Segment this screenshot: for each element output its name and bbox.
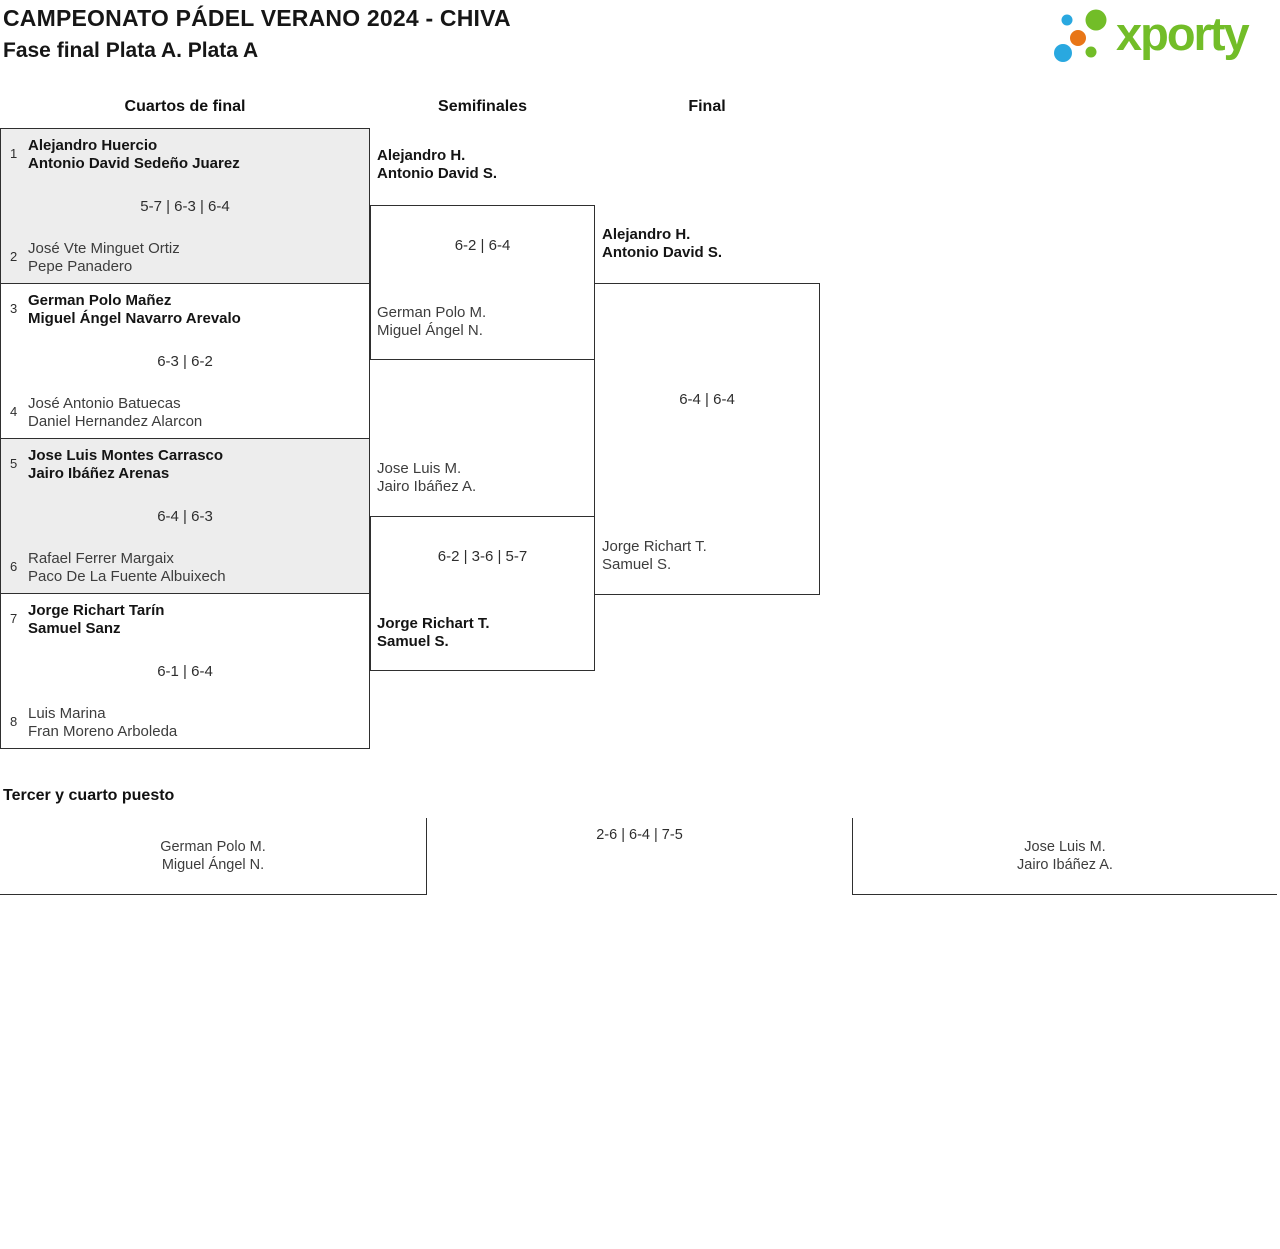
player-name: Luis Marina bbox=[28, 705, 106, 722]
player-name: Antonio David Sedeño Juarez bbox=[28, 155, 240, 172]
player-name: German Polo M. bbox=[160, 839, 266, 855]
player-name: Jose Luis M. bbox=[377, 460, 462, 477]
player-name: Pepe Panadero bbox=[28, 258, 133, 275]
quarterfinal-match-3: 5 Jose Luis Montes Carrasco Jairo Ibáñez… bbox=[0, 438, 370, 594]
round-header-quarterfinals: Cuartos de final bbox=[124, 98, 246, 115]
player-name: Jose Luis Montes Carrasco bbox=[28, 447, 224, 464]
quarterfinal-match-1: 1 Alejandro Huercio Antonio David Sedeño… bbox=[0, 128, 370, 284]
player-name: Alejandro H. bbox=[377, 147, 466, 164]
semifinal-1-box bbox=[370, 205, 595, 360]
player-name: Jorge Richart Tarín bbox=[28, 602, 165, 619]
page-subtitle: Fase final Plata A. Plata A bbox=[3, 39, 259, 62]
match-score: 6-4 | 6-3 bbox=[157, 508, 213, 525]
seed-number: 6 bbox=[10, 559, 18, 574]
team-entry: José Vte Minguet Ortiz Pepe Panadero bbox=[28, 240, 180, 276]
player-name: Jorge Richart T. bbox=[377, 615, 490, 632]
player-name: Samuel S. bbox=[602, 556, 672, 573]
team-entry: Jorge Richart T. Samuel S. bbox=[602, 538, 707, 574]
player-name: Miguel Ángel N. bbox=[377, 322, 483, 339]
match-score: 6-2 | 6-4 bbox=[454, 237, 511, 254]
match-score: 6-1 | 6-4 bbox=[157, 663, 213, 680]
team-entry: German Polo Mañez Miguel Ángel Navarro A… bbox=[28, 292, 241, 328]
xporty-logo[interactable]: xporty bbox=[1048, 3, 1273, 75]
page-title: CAMPEONATO PÁDEL VERANO 2024 - CHIVA bbox=[3, 5, 511, 31]
player-name: Miguel Ángel N. bbox=[161, 857, 265, 873]
third-place-left-box: German Polo M. Miguel Ángel N. bbox=[0, 818, 427, 895]
match-score: 6-3 | 6-2 bbox=[157, 353, 213, 370]
team-entry: Jose Luis M. Jairo Ibáñez A. bbox=[377, 460, 476, 496]
player-name: German Polo Mañez bbox=[28, 292, 172, 309]
player-name: Samuel S. bbox=[377, 633, 449, 650]
match-score: 6-2 | 3-6 | 5-7 bbox=[437, 548, 528, 565]
player-name: José Antonio Batuecas bbox=[28, 395, 181, 412]
player-name: Jairo Ibáñez A. bbox=[1017, 857, 1113, 873]
match-score: 2-6 | 6-4 | 7-5 bbox=[596, 827, 683, 843]
player-name: Daniel Hernandez Alarcon bbox=[28, 413, 203, 430]
quarterfinal-match-2: 3 German Polo Mañez Miguel Ángel Navarro… bbox=[0, 283, 370, 439]
player-name: Antonio David S. bbox=[602, 244, 722, 261]
seed-number: 2 bbox=[10, 249, 18, 264]
third-place-right-box: Jose Luis M. Jairo Ibáñez A. bbox=[852, 818, 1277, 895]
player-name: Jairo Ibáñez Arenas bbox=[28, 465, 170, 482]
team-entry: Alejandro Huercio Antonio David Sedeño J… bbox=[28, 137, 240, 173]
match-score: 6-4 | 6-4 bbox=[679, 391, 735, 408]
final-box bbox=[594, 283, 820, 595]
team-entry: Jose Luis M. Jairo Ibáñez A. bbox=[1017, 838, 1113, 874]
team-entry: Jose Luis Montes Carrasco Jairo Ibáñez A… bbox=[28, 447, 223, 483]
team-entry: Alejandro H. Antonio David S. bbox=[377, 147, 497, 183]
player-name: German Polo M. bbox=[377, 304, 487, 321]
team-entry: Luis Marina Fran Moreno Arboleda bbox=[28, 705, 177, 741]
team-entry: José Antonio Batuecas Daniel Hernandez A… bbox=[28, 395, 202, 431]
player-name: Samuel Sanz bbox=[28, 620, 121, 637]
seed-number: 7 bbox=[10, 611, 18, 626]
team-entry: Jorge Richart Tarín Samuel Sanz bbox=[28, 602, 164, 638]
xporty-dots-icon bbox=[1054, 9, 1107, 62]
team-entry: Rafael Ferrer Margaix Paco De La Fuente … bbox=[28, 550, 226, 586]
match-score: 5-7 | 6-3 | 6-4 bbox=[140, 198, 230, 215]
seed-number: 3 bbox=[10, 301, 18, 316]
team-entry: Alejandro H. Antonio David S. bbox=[602, 226, 722, 262]
player-name: Alejandro H. bbox=[602, 226, 691, 243]
player-name: Fran Moreno Arboleda bbox=[28, 723, 178, 740]
player-name: Miguel Ángel Navarro Arevalo bbox=[28, 310, 241, 327]
third-place-heading: Tercer y cuarto puesto bbox=[3, 787, 175, 804]
player-name: Antonio David S. bbox=[377, 165, 497, 182]
team-entry: German Polo M. Miguel Ángel N. bbox=[160, 838, 266, 874]
seed-number: 1 bbox=[10, 146, 18, 161]
player-name: Jairo Ibáñez A. bbox=[377, 478, 477, 495]
player-name: Jose Luis M. bbox=[1024, 839, 1106, 855]
player-name: Rafael Ferrer Margaix bbox=[28, 550, 174, 567]
quarterfinal-match-4: 7 Jorge Richart Tarín Samuel Sanz 6-1 | … bbox=[0, 593, 370, 749]
team-entry: German Polo M. Miguel Ángel N. bbox=[377, 304, 486, 340]
player-name: José Vte Minguet Ortiz bbox=[28, 240, 180, 257]
player-name: Paco De La Fuente Albuixech bbox=[28, 568, 226, 585]
round-header-final: Final bbox=[688, 98, 726, 115]
round-header-semifinals: Semifinales bbox=[438, 98, 527, 115]
team-entry: Jorge Richart T. Samuel S. bbox=[377, 615, 490, 651]
seed-number: 5 bbox=[10, 456, 18, 471]
seed-number: 4 bbox=[10, 404, 18, 419]
player-name: Jorge Richart T. bbox=[602, 538, 707, 555]
player-name: Alejandro Huercio bbox=[28, 137, 158, 154]
xporty-wordmark: xporty bbox=[1116, 7, 1250, 60]
seed-number: 8 bbox=[10, 714, 18, 729]
